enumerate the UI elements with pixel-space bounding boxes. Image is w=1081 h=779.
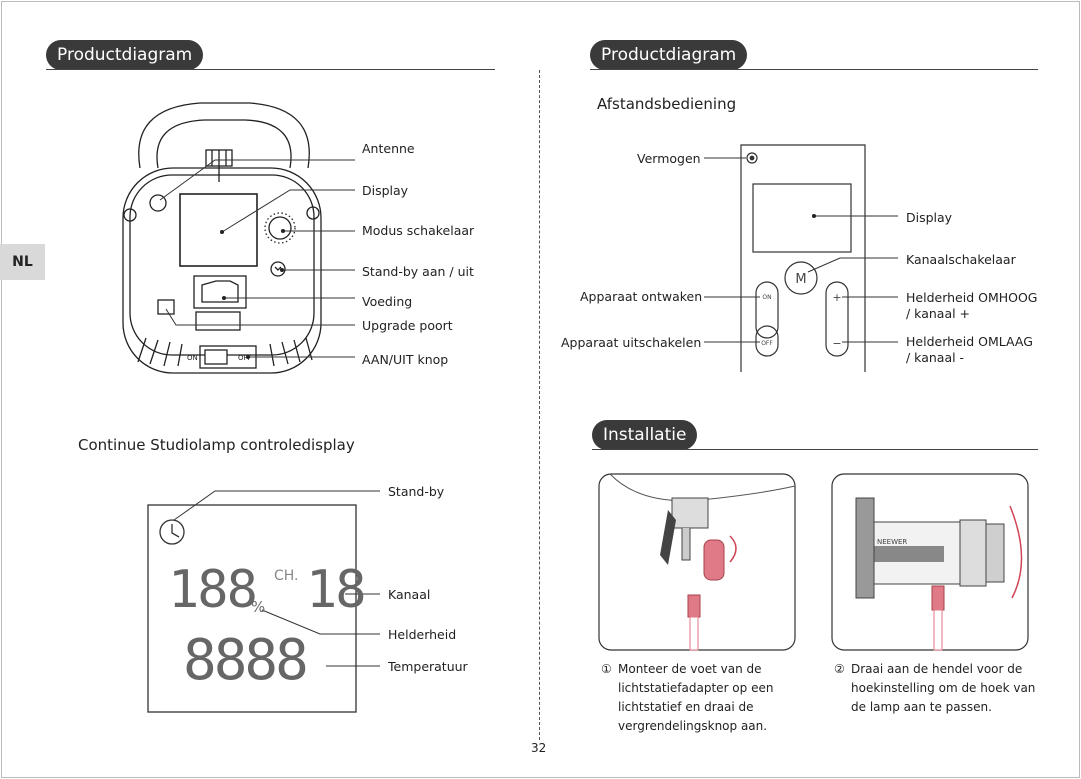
step1-number: ① — [601, 662, 612, 676]
label-standby: Stand-by aan / uit — [362, 264, 474, 279]
left-section-title: Productdiagram — [46, 40, 204, 70]
install-brand-text: NEEWER — [877, 538, 907, 546]
lcd-label-channel: Kanaal — [388, 587, 431, 602]
page-number: 32 — [531, 741, 547, 755]
remote-label-off: Apparaat uitschakelen — [561, 335, 702, 350]
device-switch-off: OFF — [238, 354, 252, 362]
label-upgrade-port: Upgrade poort — [362, 318, 453, 333]
right-section-title: Productdiagram — [590, 40, 748, 70]
install-image-2 — [831, 473, 1029, 651]
lcd-leader-lines — [173, 490, 380, 667]
label-power: Voeding — [362, 294, 413, 309]
remote-label-power: Vermogen — [637, 151, 701, 166]
remote-label-wake: Apparaat ontwaken — [580, 289, 703, 304]
right-title-rule — [590, 69, 1038, 70]
lcd-percent: % — [251, 598, 266, 616]
device-back-drawing — [122, 102, 322, 374]
label-mode-switch: Modus schakelaar — [362, 223, 475, 238]
lcd-label-standby: Stand-by — [388, 484, 445, 499]
lcd-drawing — [147, 504, 357, 713]
remote-plus-button: + — [832, 291, 841, 304]
remote-label-channel-switch: Kanaalschakelaar — [906, 252, 1016, 267]
label-antenna: Antenne — [362, 141, 415, 156]
remote-label-bright-up-channel: / kanaal + — [906, 306, 971, 321]
remote-leader-lines — [704, 157, 898, 343]
control-display-title: Continue Studiolamp controledisplay — [78, 436, 355, 454]
remote-minus-button: − — [832, 337, 841, 350]
left-title-rule — [46, 69, 495, 70]
language-tab: NL — [0, 244, 45, 280]
column-divider — [539, 70, 540, 740]
step2-caption: Draai aan de hendel voor de hoekinstelli… — [851, 662, 1036, 714]
label-onoff-knob: AAN/UIT knop — [362, 352, 449, 367]
remote-label-bright-down-channel: / kanaal - — [906, 350, 965, 365]
lcd-brightness-digits: 188 — [168, 560, 258, 620]
install-title-rule — [592, 449, 1038, 450]
device-leader-lines — [159, 159, 355, 358]
lcd-label-brightness: Helderheid — [388, 627, 457, 642]
lcd-label-temperature: Temperatuur — [388, 659, 468, 674]
remote-m-button: M — [795, 272, 806, 287]
lcd-temperature-digits: 8888 — [183, 628, 309, 693]
remote-on-button: ON — [762, 294, 771, 301]
remote-label-bright-down: Helderheid OMLAAG — [906, 334, 1033, 349]
step1-caption: Monteer de voet van de lichtstatiefadapt… — [618, 662, 774, 733]
device-switch-on: ON — [187, 354, 198, 362]
lcd-channel-digits: 18 — [306, 560, 367, 620]
remote-off-button: OFF — [761, 340, 773, 347]
lcd-channel-prefix: CH. — [274, 568, 299, 584]
remote-label-display: Display — [906, 210, 953, 225]
step2-number: ② — [834, 662, 845, 676]
label-display: Display — [362, 183, 409, 198]
install-section-title: Installatie — [592, 420, 698, 450]
install-image-1 — [598, 473, 796, 651]
remote-label-bright-up: Helderheid OMHOOG — [906, 290, 1038, 305]
remote-title: Afstandsbediening — [597, 95, 737, 113]
